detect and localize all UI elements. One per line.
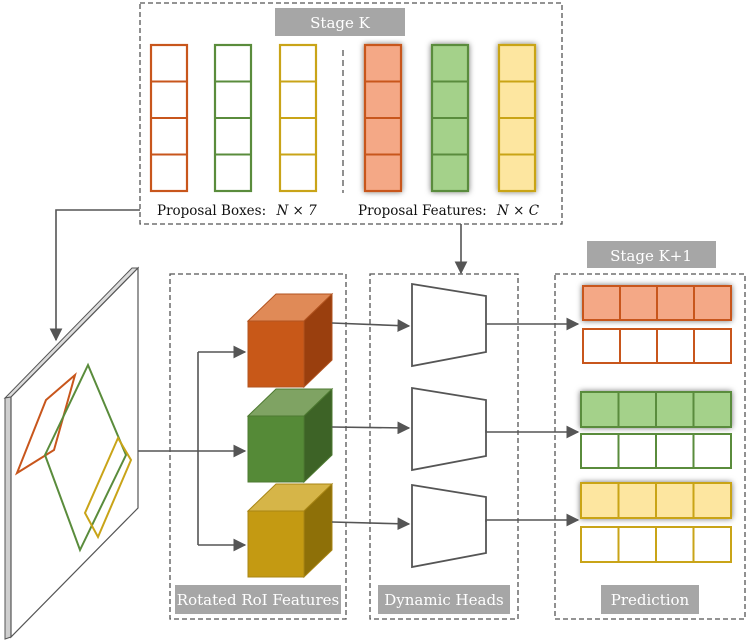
arrow-boxes-to-image xyxy=(49,209,140,342)
prediction-box-orange xyxy=(582,328,732,364)
roi-cube-orange xyxy=(246,292,334,389)
proposal-features-shape: N × C xyxy=(496,203,540,219)
proposal-box-green xyxy=(213,43,253,193)
roi-features-label: Rotated RoI Features xyxy=(177,591,339,609)
roi-cube-gold xyxy=(246,482,334,579)
roi-features-tag xyxy=(175,585,341,614)
arrow-head3-to-prediction xyxy=(485,513,580,527)
roi-features-box xyxy=(169,273,347,620)
arrow-cube-gold-to-head xyxy=(331,517,411,531)
prediction-feature-orange xyxy=(582,285,732,321)
stage-k-tag xyxy=(275,8,405,36)
stage-k-box xyxy=(139,2,563,225)
arrow-cube-orange-to-head xyxy=(331,319,411,332)
dynamic-head-1 xyxy=(411,282,487,368)
dynamic-head-2 xyxy=(411,386,487,472)
rotated-box-green xyxy=(43,362,128,553)
proposal-feature-orange xyxy=(363,43,403,193)
prediction-box-gold xyxy=(580,526,732,563)
proposal-feature-gold xyxy=(497,43,537,193)
stage-k1-tag xyxy=(587,241,716,268)
proposal-boxes-shape: N × 7 xyxy=(275,203,317,219)
dynamic-heads-label: Dynamic Heads xyxy=(384,591,504,609)
dynamic-heads-tag xyxy=(378,585,510,614)
prediction-feature-gold xyxy=(580,482,732,519)
proposal-feature-green xyxy=(430,43,470,193)
roi-cube-green xyxy=(246,387,334,484)
prediction-tag xyxy=(601,585,699,614)
rotated-box-orange xyxy=(14,372,77,476)
rotated-box-gold xyxy=(83,435,133,540)
image-plane xyxy=(3,266,140,640)
arrow-cube-green-to-head xyxy=(331,421,411,435)
proposal-features-caption-text: Proposal Features: xyxy=(358,203,487,219)
stage-k-label: Stage K xyxy=(310,14,370,32)
dynamic-heads-box xyxy=(369,273,519,620)
prediction-label: Prediction xyxy=(611,591,690,609)
proposal-boxes-caption-text: Proposal Boxes: xyxy=(157,203,266,219)
proposal-box-gold xyxy=(278,43,318,193)
proposal-box-orange xyxy=(149,43,189,193)
proposal-boxes-caption: Proposal Boxes: N × 7 xyxy=(157,203,317,219)
prediction-box xyxy=(554,273,746,620)
stage-k1-label: Stage K+1 xyxy=(610,247,692,265)
arrow-head2-to-prediction xyxy=(485,425,580,439)
dynamic-head-3 xyxy=(411,483,487,569)
prediction-feature-green xyxy=(580,391,732,428)
proposal-features-caption: Proposal Features: N × C xyxy=(358,203,540,219)
prediction-box-green xyxy=(580,433,732,469)
